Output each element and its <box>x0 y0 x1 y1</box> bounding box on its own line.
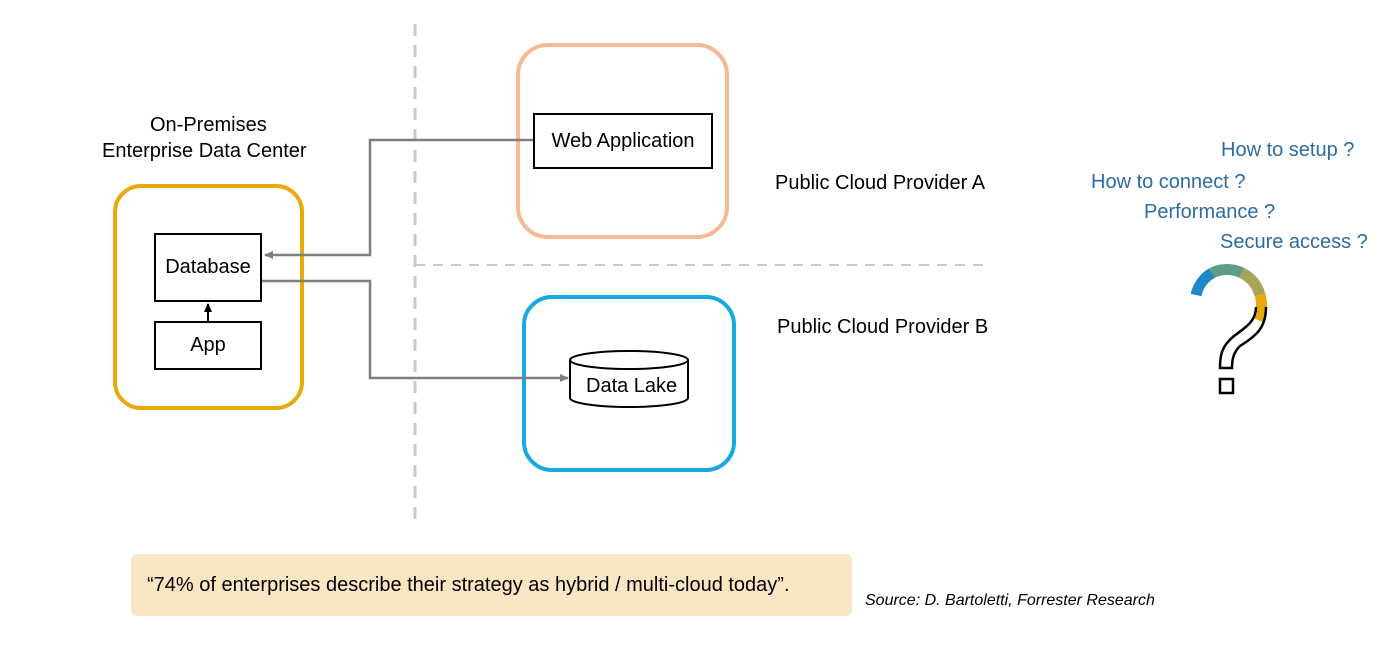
web-application-label: Web Application <box>551 129 695 152</box>
quote-box: “74% of enterprises describe their strat… <box>131 554 852 616</box>
data-lake-label: Data Lake <box>586 375 678 397</box>
web-application-box: Web Application <box>533 113 713 169</box>
onprem-title-line1: On-Premises <box>150 114 267 136</box>
cloud-b-label: Public Cloud Provider B <box>777 316 989 338</box>
data-lake-cylinder <box>569 350 689 408</box>
question-connect: How to connect ? <box>1091 171 1246 193</box>
source-citation: Source: D. Bartoletti, Forrester Researc… <box>865 592 1155 609</box>
database-to-data-lake-connector <box>262 279 569 382</box>
cloud-b-container <box>522 295 736 472</box>
database-label: Database <box>165 256 251 278</box>
app-label: App <box>190 334 226 356</box>
database-box: Database <box>154 233 262 302</box>
question-secure-access: Secure access ? <box>1220 231 1368 253</box>
app-box: App <box>154 321 262 370</box>
question-mark-icon <box>1190 264 1268 395</box>
onprem-container <box>113 184 304 410</box>
question-setup: How to setup ? <box>1221 139 1355 161</box>
cloud-a-label: Public Cloud Provider A <box>775 172 986 194</box>
web-app-to-database-connector <box>264 138 533 259</box>
quote-text: “74% of enterprises describe their strat… <box>147 573 790 596</box>
question-performance: Performance ? <box>1144 201 1276 223</box>
onprem-title-line2: Enterprise Data Center <box>102 140 307 162</box>
